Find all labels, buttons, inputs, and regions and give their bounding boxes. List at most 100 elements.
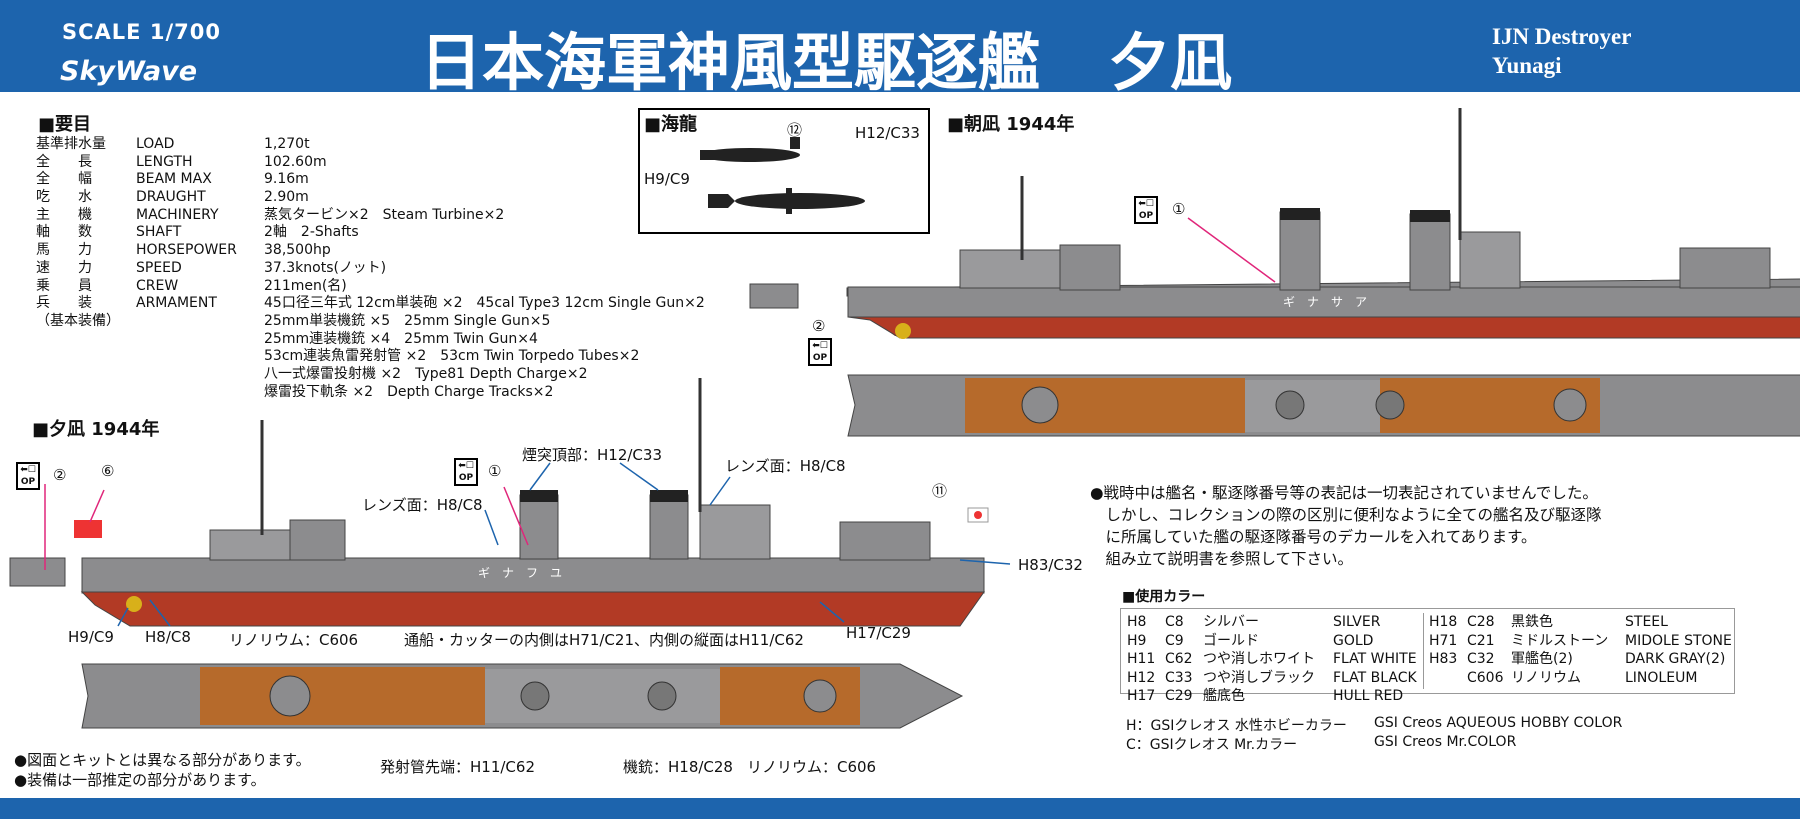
color-h [1429,669,1457,688]
ship-name: 夕凪 [1108,26,1233,99]
spec-val: 1,270t [264,136,310,152]
color-h: H11 [1127,651,1156,667]
title-en-line1: IJN Destroyer [1492,24,1632,49]
lens-right-label: レンズ面：H8/C8 [725,457,846,475]
spec-val: 爆雷投下軌条 ×2 Depth Charge Tracks×2 [264,383,554,400]
spec-jp: 全 幅 [36,171,92,188]
color-h: H8 [1127,614,1147,630]
boat-note-label: 通船・カッターの内側はH71/C21、内側の縦面はH11/C62 [404,631,804,649]
yunagi-num1: ① [488,462,502,480]
color-jp: つや消しブラック [1203,669,1315,686]
op-badge: ⬅☐OP [454,458,478,486]
yunagi-top-view [81,663,964,729]
spec-en: HORSEPOWER [136,242,237,259]
yunagi-num6: ⑥ [101,462,115,480]
torpedo-tip-label: 発射管先端：H11/C62 [380,758,535,776]
color-jp: ゴールド [1203,632,1259,649]
creos-h-jp: H：GSIクレオス 水性ホビーカラー [1126,718,1347,734]
color-en: HULL RED [1333,688,1404,704]
kairyu-label-left: H9/C9 [644,170,690,188]
spec-jp: 乗 員 [36,277,92,294]
color-c: C606 [1467,669,1504,686]
spec-jp: 基準排水量 [36,136,106,152]
spec-en: MACHINERY [136,206,219,223]
wartime-notes: ●戦時中は艦名・駆逐隊番号等の表記は一切表記されていませんでした。 しかし、コレ… [1090,484,1602,568]
mg-label: 機銃：H18/C28 [623,758,733,776]
color-en: FLAT WHITE [1333,651,1417,667]
spec-en: LENGTH [136,153,193,170]
yunagi-heading: ■夕凪 1944年 [32,419,160,440]
color-jp: ミドルストーン [1511,632,1609,649]
creos-c-en: GSI Creos Mr.COLOR [1374,734,1517,750]
spec-val: 25mm単装機銃 ×5 25mm Single Gun×5 [264,312,551,329]
color-h: H9 [1127,632,1147,649]
kairyu-heading: ■海龍 [644,114,698,135]
color-jp: つや消しホワイト [1203,651,1315,667]
asanagi-top-view [847,374,1800,437]
spec-jp: （基本装備） [36,312,120,329]
yunagi-hull-text: ギ ナ フ ユ [478,566,563,580]
spec-en: BEAM MAX [136,171,212,188]
color-c: C9 [1165,632,1184,649]
title-en-line2: Yunagi [1492,53,1562,78]
footer-banner [0,798,1800,819]
spec-val: 9.16m [264,171,309,188]
color-en: GOLD [1333,632,1374,649]
leader-lines [44,217,1276,570]
blue-leaders [117,462,1011,627]
asanagi-num1: ① [1172,200,1186,218]
spec-en: ARMAMENT [136,295,217,312]
asanagi-hull-text: ギ ナ サ ア [1283,295,1368,309]
color-h: H71 [1429,632,1458,649]
spec-jp: 馬 力 [36,242,92,259]
color-c: C8 [1165,614,1184,630]
page-title: 日本海軍神風型駆逐艦 [420,26,1041,99]
colors-heading: ■使用カラー [1122,589,1206,605]
color-h: H18 [1429,614,1458,630]
color-c: C33 [1165,669,1193,686]
bottom-note-1: ●図面とキットとは異なる部分があります。 [14,751,311,769]
spec-en: SHAFT [136,224,182,241]
color-jp: 艦底色 [1203,688,1245,704]
spec-val: 37.3knots(ノット) [264,259,387,276]
spec-val: 25mm連装機銃 ×4 25mm Twin Gun×4 [264,330,538,347]
h9-label: H9/C9 [68,628,114,646]
asanagi-heading: ■朝凪 1944年 [947,114,1075,135]
op-badge: ⬅☐OP [808,338,832,366]
spec-val: 211men(名) [264,277,347,294]
kairyu-sub-top [708,188,865,214]
header-banner [0,0,1800,92]
color-jp: シルバー [1203,614,1259,630]
spec-jp: 速 力 [36,259,92,276]
op-badge: ⬅☐OP [1134,196,1158,224]
spec-jp: 吃 水 [36,189,92,206]
spec-val: 45口径三年式 12cm単装砲 ×2 45cal Type3 12cm Sing… [264,295,705,312]
color-c: C28 [1467,614,1495,630]
color-jp: リノリウム [1511,669,1581,686]
creos-c-jp: C：GSIクレオス Mr.カラー [1126,737,1298,753]
spec-val: 38,500hp [264,242,331,259]
color-jp: 軍艦色(2) [1511,651,1573,667]
kairyu-label-top: H12/C33 [855,124,920,142]
color-c: C32 [1467,651,1495,667]
linoleum-bottom-label: リノリウム：C606 [747,758,877,776]
color-h: H12 [1127,669,1156,686]
lens-left-label: レンズ面：H8/C8 [362,496,483,514]
color-h: H17 [1127,688,1156,704]
spec-val: 53cm連装魚雷発射管 ×2 53cm Twin Torpedo Tubes×2 [264,348,640,365]
asanagi-side-view [749,108,1800,339]
spec-en: SPEED [136,259,182,276]
spec-en: CREW [136,277,179,294]
linoleum-top-label: リノリウム：C606 [229,631,359,649]
spec-jp: 軸 数 [36,224,92,241]
spec-val: 2軸 2-Shafts [264,224,359,241]
color-h: H83 [1429,651,1458,667]
spec-jp: 主 機 [36,206,92,223]
bottom-note-2: ●装備は一部推定の部分があります。 [14,771,266,789]
